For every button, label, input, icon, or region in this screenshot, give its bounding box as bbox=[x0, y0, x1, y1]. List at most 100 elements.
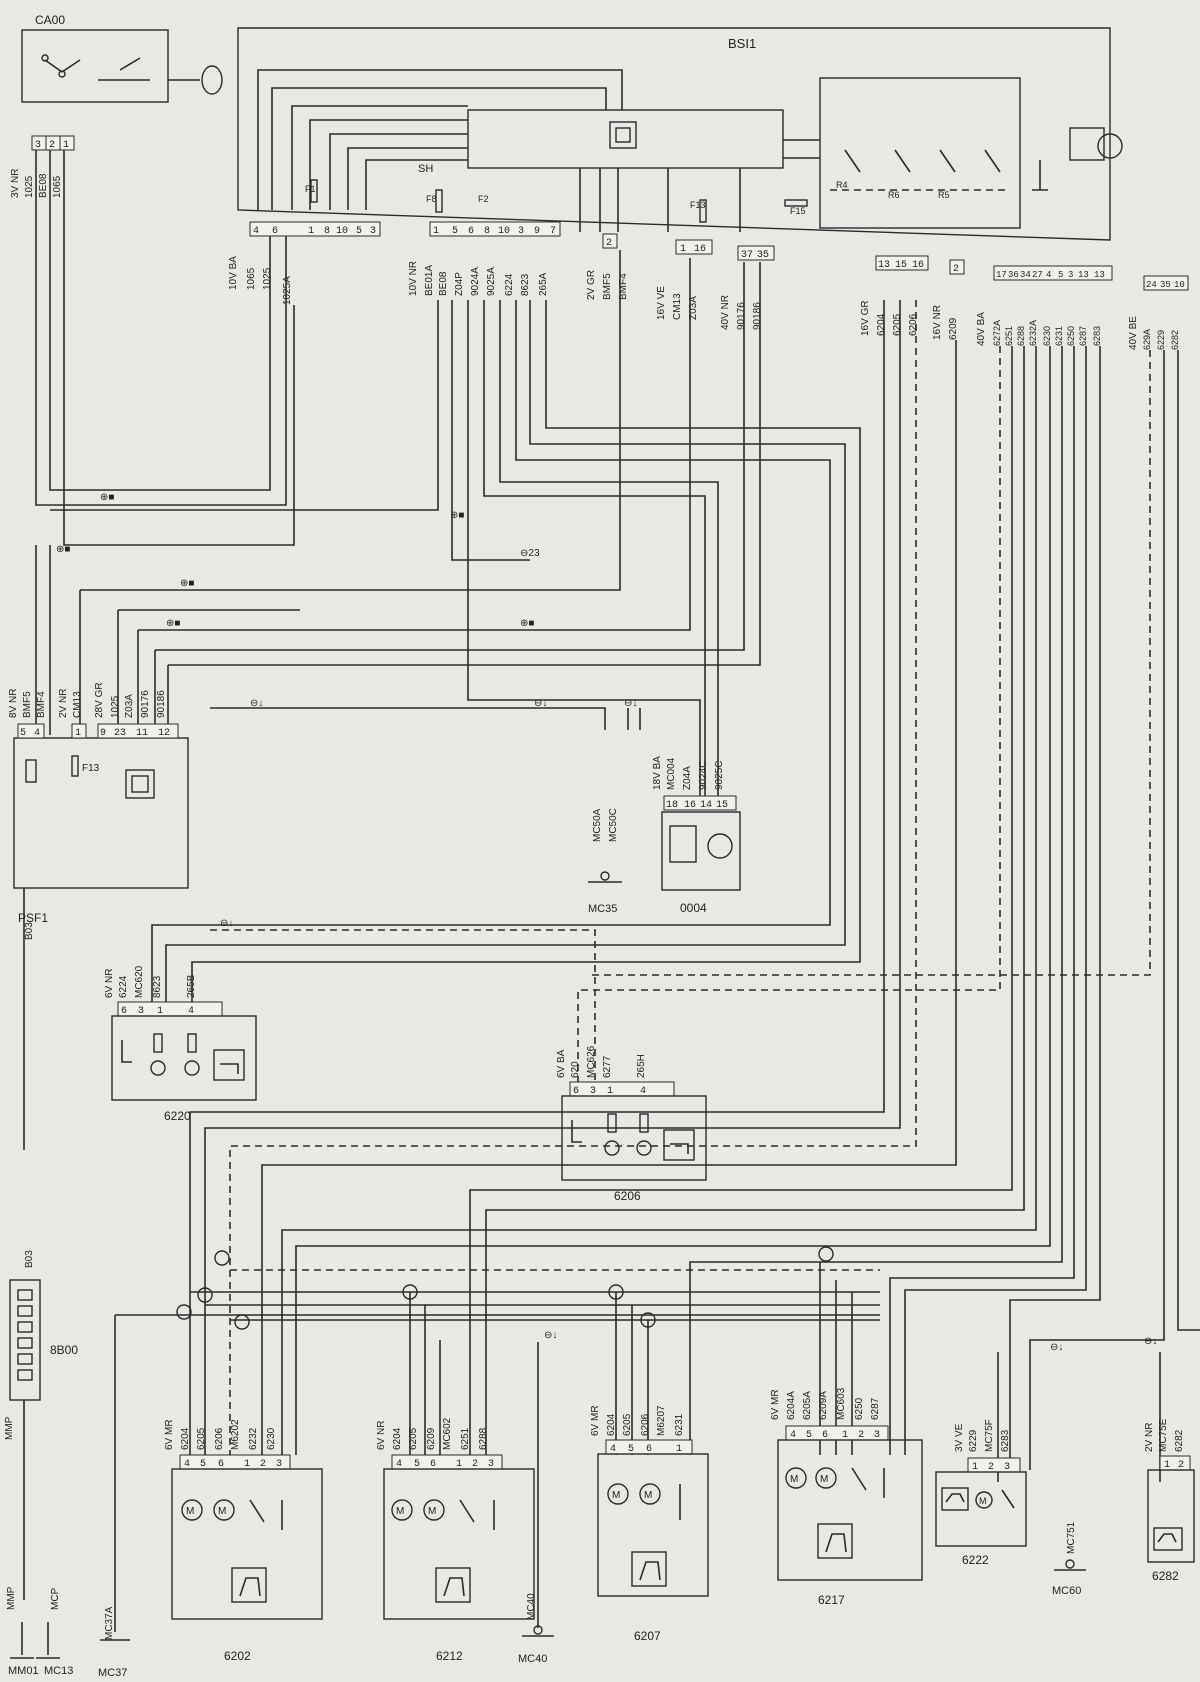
ground-label: MC35 bbox=[588, 903, 617, 915]
wire-label: 6204 bbox=[180, 1427, 191, 1450]
connector-spec: 16V NR bbox=[932, 305, 943, 340]
fuse-f13: F13 bbox=[690, 200, 706, 210]
wire-label: Z03A bbox=[688, 296, 699, 320]
motor-icon: M bbox=[639, 1483, 661, 1505]
wire-label: 9024C bbox=[698, 761, 709, 790]
pin: 8 bbox=[484, 226, 490, 237]
net-marker: ⊕■ bbox=[100, 492, 114, 503]
connector-spec: 40V NR bbox=[720, 295, 731, 330]
pin: 13 bbox=[878, 260, 890, 271]
wire-label: 8623 bbox=[152, 975, 163, 998]
lamp-icon bbox=[636, 1113, 652, 1156]
net-marker: ⊖↓ bbox=[250, 698, 263, 709]
wire-label: 6205A bbox=[802, 1391, 813, 1420]
wire-label: 1025 bbox=[24, 175, 35, 198]
pin: 1 bbox=[433, 226, 439, 237]
wire-label: 6287 bbox=[870, 1397, 881, 1420]
motor-relay-icon bbox=[1069, 127, 1123, 161]
pin: 1 bbox=[972, 1462, 978, 1473]
ca00-label: CA00 bbox=[35, 13, 65, 27]
svg-text:M: M bbox=[428, 1506, 436, 1517]
pin: 11 bbox=[136, 728, 148, 739]
wire-label: 6232 bbox=[248, 1427, 259, 1450]
pin: 7 bbox=[550, 226, 556, 237]
wire-label: MC620 bbox=[134, 965, 145, 998]
pin: 3 bbox=[276, 1459, 282, 1470]
wire-label: 6205 bbox=[622, 1413, 633, 1436]
wire-label: MC40 bbox=[526, 1593, 537, 1620]
pin: 5 bbox=[20, 728, 26, 739]
net-marker: ⊖↓ bbox=[544, 1330, 557, 1341]
svg-text:M: M bbox=[612, 1490, 620, 1501]
connector-spec: 2V NR bbox=[58, 689, 69, 718]
bsi1-cpu-block bbox=[467, 109, 784, 169]
module-6207: 4 5 6 1 6V MR 6204 6205 6206 M6207 6231 … bbox=[590, 1405, 709, 1643]
wire-label: M6207 bbox=[656, 1405, 667, 1436]
pin: 4 bbox=[640, 1086, 646, 1097]
connector-spec: 6V NR bbox=[376, 1421, 387, 1450]
wire-label: Z04P bbox=[454, 272, 465, 296]
module-0004: 18 16 14 15 18V BA MC004 Z04A 9024C 9025… bbox=[652, 756, 741, 915]
module-label: 6202 bbox=[224, 1649, 251, 1663]
wire-label: 6204 bbox=[392, 1427, 403, 1450]
wire-label: 6206 bbox=[640, 1413, 651, 1436]
wire-label: 6282 bbox=[1170, 330, 1180, 350]
lamp-icon bbox=[184, 1033, 200, 1076]
wire-label: 6209 bbox=[948, 317, 959, 340]
instrument-cluster-icon bbox=[669, 825, 733, 863]
wire-label: MC37A bbox=[104, 1606, 115, 1640]
pin: 4 bbox=[1046, 270, 1051, 280]
wire-label: M6202 bbox=[230, 1419, 241, 1450]
pin: 5 bbox=[806, 1430, 812, 1441]
wire-label: 1025A bbox=[282, 276, 293, 305]
pin: 1 bbox=[75, 728, 81, 739]
chip-icon bbox=[609, 121, 637, 149]
wire-label: 9025A bbox=[486, 267, 497, 296]
wire-label: 265H bbox=[636, 1054, 647, 1078]
module-ca00: CA00 bbox=[21, 13, 223, 103]
car-icon bbox=[941, 1487, 969, 1511]
connector-spec: 6V BA bbox=[556, 1049, 567, 1078]
pin: 2 bbox=[49, 140, 55, 151]
pin: 1 bbox=[456, 1459, 462, 1470]
wire-label: 6250 bbox=[1066, 326, 1076, 346]
pin: 27 bbox=[1032, 270, 1043, 280]
ground-mc40: MC40 MC40 bbox=[518, 1593, 554, 1665]
net-marker: ⊖↓ bbox=[1144, 1336, 1157, 1347]
connector-spec: 10V NR bbox=[408, 261, 419, 296]
pin: 5 bbox=[200, 1459, 206, 1470]
connector-spec: 6V NR bbox=[104, 969, 115, 998]
ground-label: MC60 bbox=[1052, 1585, 1081, 1597]
connector-spec: 16V VE bbox=[656, 286, 667, 320]
module-psf1: PSF1 F13 5 4 1 9 23 11 12 8V NR BMF5 BMF… bbox=[8, 682, 189, 1150]
pin: 1 bbox=[1164, 1460, 1170, 1471]
pin: 2 bbox=[953, 264, 959, 275]
wire-label: BE08 bbox=[438, 271, 449, 296]
door-icon bbox=[663, 1129, 695, 1161]
pin: 2 bbox=[858, 1430, 864, 1441]
ground-mc60: MC751 MC60 bbox=[1052, 1521, 1086, 1597]
motor-icon: M bbox=[815, 1467, 837, 1489]
module-label: 6207 bbox=[634, 1629, 661, 1643]
pin: 4 bbox=[184, 1459, 190, 1470]
connector-spec: 3V NR bbox=[10, 169, 21, 198]
ground-label: MC37 bbox=[98, 1667, 127, 1679]
wire-label: 6251 bbox=[460, 1427, 471, 1450]
pin: 35 bbox=[1160, 280, 1171, 290]
wire-label: MC50C bbox=[608, 808, 619, 842]
connector-spec: 6V MR bbox=[164, 1419, 175, 1450]
pin: 1 bbox=[676, 1444, 682, 1455]
wire-label: CM13 bbox=[72, 691, 83, 718]
ground-label: MC40 bbox=[518, 1653, 547, 1665]
wire-label: 90186 bbox=[752, 302, 763, 330]
module-label: 6212 bbox=[436, 1649, 463, 1663]
pin: 15 bbox=[716, 800, 728, 811]
wire-label: MC75F bbox=[984, 1419, 995, 1452]
pin: 8 bbox=[324, 226, 330, 237]
module-label: 6220 bbox=[164, 1109, 191, 1123]
motor-icon: M bbox=[423, 1499, 445, 1521]
wire-label: 629A bbox=[1142, 329, 1152, 350]
wire-label: 6282 bbox=[1174, 1429, 1185, 1452]
ground-label: MM01 bbox=[8, 1665, 39, 1677]
